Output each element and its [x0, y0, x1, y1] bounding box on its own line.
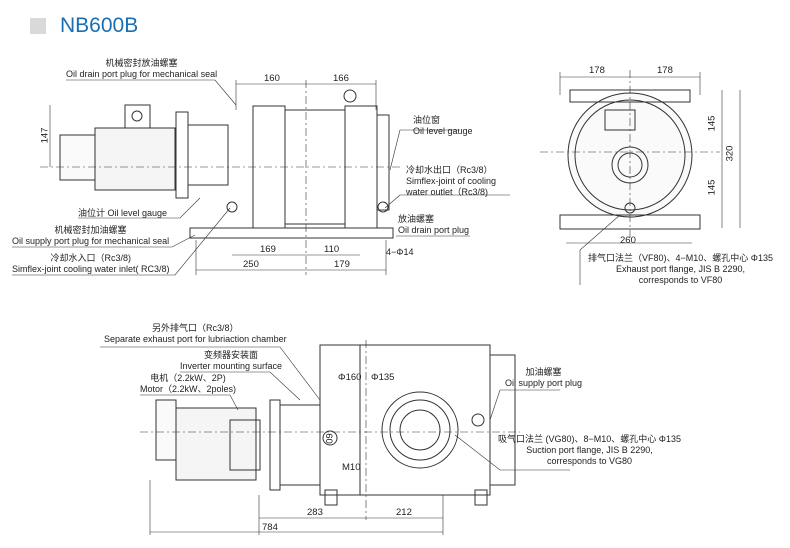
dim-169: 169 [260, 244, 276, 255]
top-view-pump [40, 80, 400, 275]
dim-160: 160 [264, 73, 280, 84]
label-water-inlet: 冷却水入口（Rc3/8)Simflex-joint cooling water … [12, 253, 170, 274]
dim-212: 212 [396, 507, 412, 518]
dim-260: 260 [620, 235, 636, 246]
dim-250: 250 [243, 259, 259, 270]
dim-110: 110 [324, 244, 340, 255]
model-title: NB600B [60, 14, 139, 37]
side-view-pump [540, 70, 720, 240]
dim-320: 320 [724, 145, 736, 162]
bottom-view-pump [140, 340, 520, 520]
dim-784: 784 [262, 522, 278, 533]
dim-145-top: 145 [706, 115, 718, 132]
top-view-dimension-lines [49, 80, 387, 275]
dim-phi160: Φ160 [338, 372, 362, 383]
dim-179: 179 [334, 259, 350, 270]
dim-178-left: 178 [589, 65, 605, 76]
dim-147: 147 [39, 127, 51, 144]
dim-166: 166 [333, 73, 349, 84]
label-oil-level-gauge: 油位计 Oil level gauge [78, 208, 168, 218]
dim-145-bottom: 145 [706, 179, 718, 196]
label-separate-exhaust: 另外排气口（Rc3/8）Separate exhaust port for lu… [104, 323, 287, 344]
dim-283: 283 [307, 507, 323, 518]
dim-60: 60 [322, 433, 334, 444]
side-view-dimension-lines [559, 72, 741, 285]
bottom-view-leader-lines [100, 346, 570, 471]
bottom-view-dimension-lines [149, 480, 444, 535]
title-marker [30, 18, 46, 34]
dim-178-right: 178 [657, 65, 673, 76]
top-view-leader-lines [12, 79, 510, 276]
dim-m10: M10 [342, 462, 361, 473]
dim-phi135: Φ135 [371, 372, 395, 383]
label-motor: 电机（2.2kW、2P)Motor（2.2kW、2poles) [140, 373, 237, 394]
label-4-holes: 4−Φ14 [386, 247, 414, 257]
